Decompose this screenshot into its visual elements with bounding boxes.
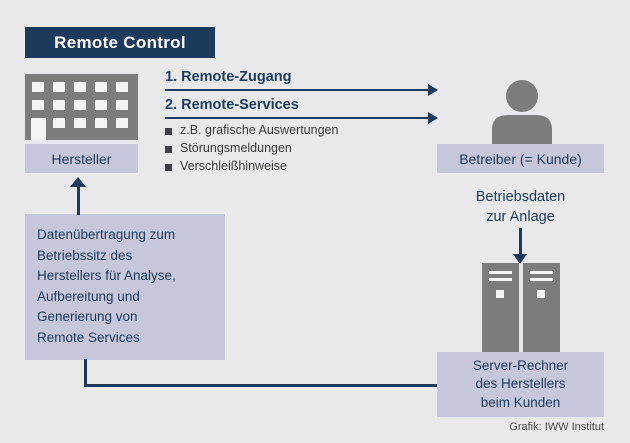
square-bullet-icon (165, 128, 172, 135)
flow2-label: 2. Remote-Services (165, 97, 299, 113)
server-label-line: beim Kunden (480, 394, 561, 410)
bullet-item: z.B. grafische Auswertungen (165, 123, 425, 138)
server-to-daten-connector-horizontal (84, 384, 437, 387)
remote-services-bullet-list: z.B. grafische Auswertungen Störungsmeld… (165, 123, 425, 177)
datenuebertragung-box: Datenübertragung zum Betriebssitz des He… (25, 214, 225, 360)
bullet-text: z.B. grafische Auswertungen (180, 123, 339, 137)
hersteller-label: Hersteller (51, 150, 112, 167)
datenuebertragung-line: Generierung von (37, 309, 138, 325)
factory-building-icon (25, 70, 138, 145)
bullet-text: Störungsmeldungen (180, 140, 292, 155)
datenuebertragung-line: Aufbereitung und (37, 288, 140, 304)
betriebsdaten-line: zur Anlage (486, 209, 555, 225)
server-label-line: des Herstellers (475, 376, 566, 392)
diagram-title-text: Remote Control (54, 32, 186, 52)
betriebsdaten-arrowhead-icon (513, 254, 527, 264)
feedback-arrow-line (77, 186, 80, 215)
betreiber-label: Betreiber (= Kunde) (459, 150, 582, 167)
flow2-arrow-line (165, 117, 428, 119)
betriebsdaten-text: Betriebsdaten zur Anlage (437, 187, 604, 227)
feedback-arrowhead-icon (70, 177, 86, 187)
betreiber-label-box: Betreiber (= Kunde) (437, 144, 604, 173)
flow1-label: 1. Remote-Zugang (165, 69, 292, 85)
square-bullet-icon (165, 163, 172, 171)
flow2-arrowhead-icon (428, 112, 438, 124)
datenuebertragung-line: Herstellers für Analyse, (37, 268, 176, 284)
bullet-text: Verschleißhinweise (180, 158, 287, 173)
datenuebertragung-line: Remote Services (37, 329, 140, 345)
datenuebertragung-line: Datenübertragung zum (37, 227, 176, 242)
server-icon (482, 263, 560, 357)
diagram-title: Remote Control (25, 27, 215, 58)
server-label-box: Server-Rechner des Herstellers beim Kund… (437, 352, 604, 417)
person-icon (491, 80, 553, 149)
flow1-arrow-line (165, 89, 428, 91)
bullet-item: Verschleißhinweise (165, 158, 425, 174)
datenuebertragung-line: Betriebssitz des (37, 247, 133, 263)
source-caption: Grafik: IWW Institut (509, 421, 604, 433)
bullet-item: Störungsmeldungen (165, 140, 425, 156)
betriebsdaten-line: Betriebsdaten (475, 189, 566, 205)
server-label-line: Server-Rechner (472, 358, 569, 374)
betriebsdaten-arrow-line (519, 228, 522, 255)
hersteller-label-box: Hersteller (25, 144, 138, 173)
flow1-arrowhead-icon (428, 84, 438, 96)
square-bullet-icon (165, 145, 172, 153)
server-to-daten-connector-vertical (84, 359, 87, 387)
